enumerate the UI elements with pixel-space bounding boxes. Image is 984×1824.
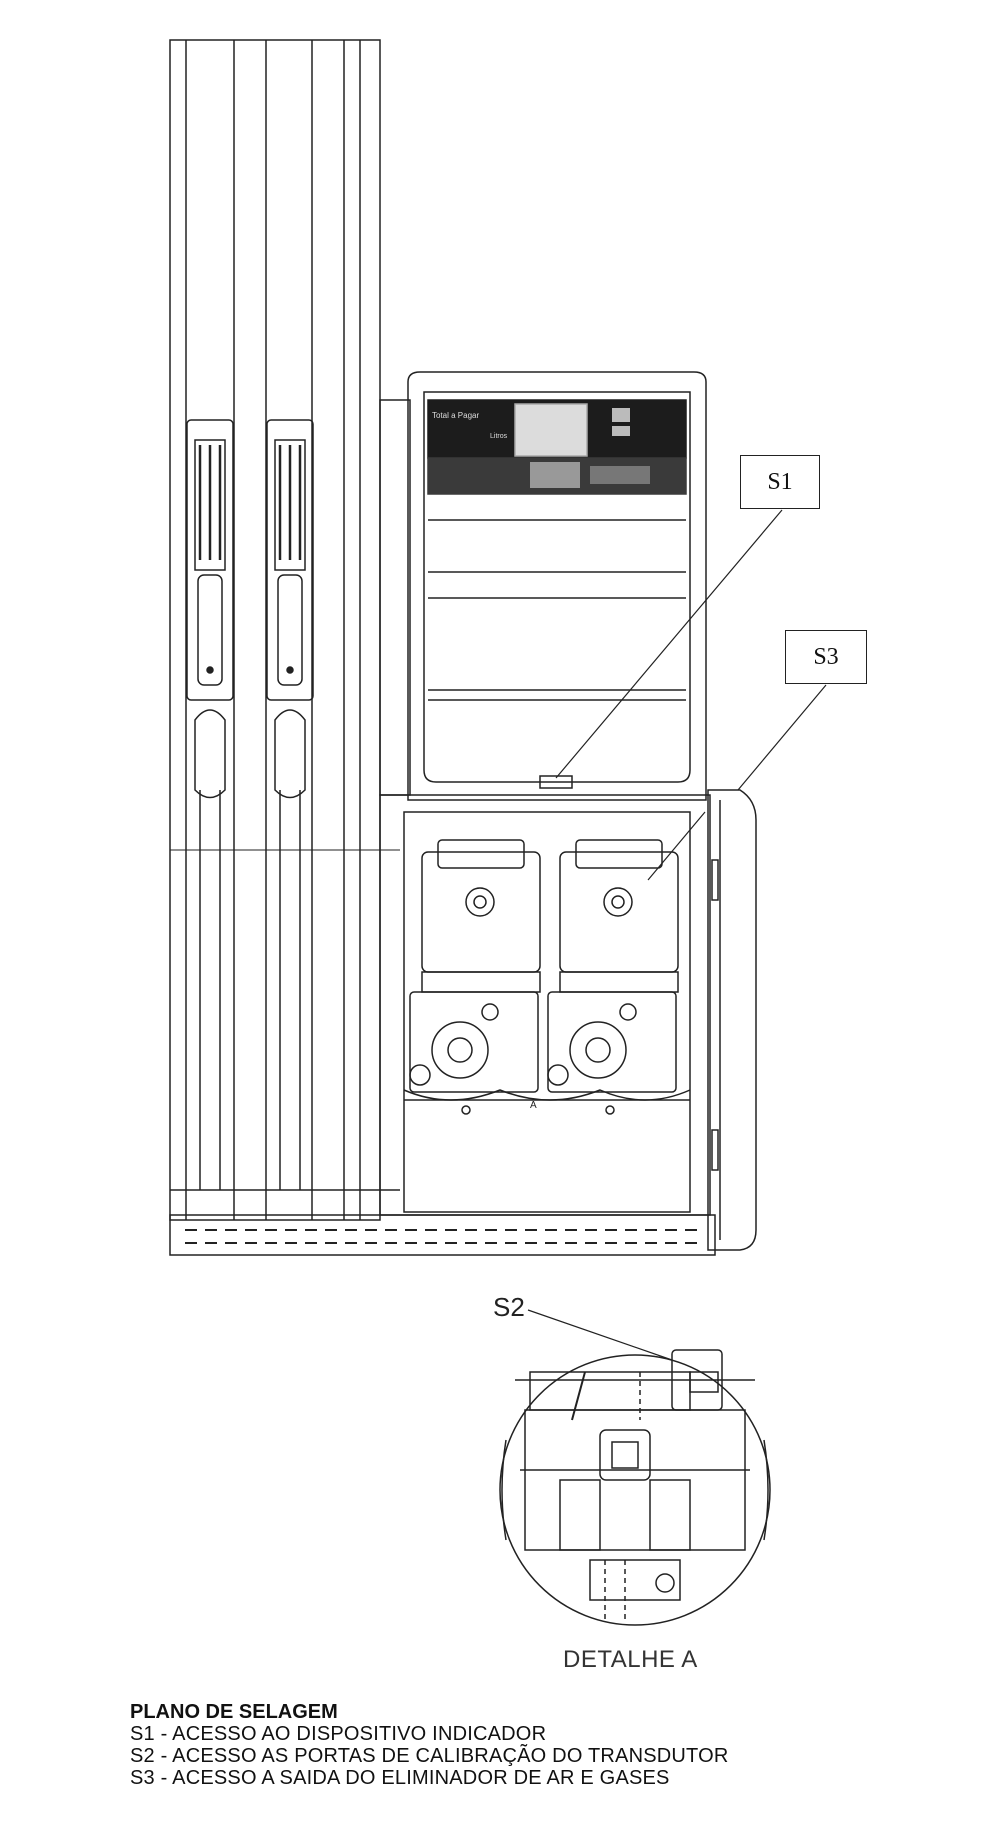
callout-s2: S2: [493, 1292, 525, 1322]
svg-text:Total a Pagar: Total a Pagar: [432, 411, 479, 420]
legend-item-s1: S1ACESSO AO DISPOSITIVO INDICADOR: [130, 1723, 729, 1745]
legend-item-s3: S3ACESSO A SAIDA DO ELIMINADOR DE AR E G…: [130, 1767, 729, 1789]
callout-s3: S3: [785, 630, 867, 684]
s1-leader: [555, 509, 783, 779]
svg-text:Litros: Litros: [490, 433, 508, 440]
svg-text:A: A: [530, 1100, 537, 1111]
detail-a-caption: DETALHE A: [563, 1646, 698, 1673]
legend-title: PLANO DE SELAGEM: [130, 1701, 338, 1723]
legend-text: ACESSO AO DISPOSITIVO INDICADOR: [172, 1723, 547, 1745]
hydraulic-cabinet: A: [379, 794, 711, 1216]
legend-code: S1: [130, 1723, 172, 1745]
sealing-plan-legend: PLANO DE SELAGEM S1ACESSO AO DISPOSITIVO…: [130, 1701, 729, 1789]
meter-right: [547, 839, 679, 1093]
s3-leader: [737, 684, 827, 791]
detail-a-view: [499, 1349, 771, 1626]
s3-leader-inner: [647, 811, 706, 881]
legend-code: S3: [130, 1767, 172, 1789]
legend-text: ACESSO AS PORTAS DE CALIBRAÇÃO DO TRANSD…: [172, 1745, 729, 1767]
nozzle-left: [186, 419, 234, 1190]
legend-text: ACESSO A SAIDA DO ELIMINADOR DE AR E GAS…: [172, 1767, 670, 1789]
callout-s1: S1: [740, 455, 820, 509]
base-plate: [169, 1214, 716, 1256]
side-panel: [707, 789, 757, 1251]
meter-left: [409, 839, 541, 1093]
hose-column: [169, 39, 400, 1221]
legend-code: S2: [130, 1745, 172, 1767]
nozzle-right: [266, 419, 314, 1190]
s2-leader: [527, 1309, 673, 1361]
display-head: Total a Pagar Litros: [379, 371, 707, 801]
legend-item-s2: S2ACESSO AS PORTAS DE CALIBRAÇÃO DO TRAN…: [130, 1745, 729, 1767]
